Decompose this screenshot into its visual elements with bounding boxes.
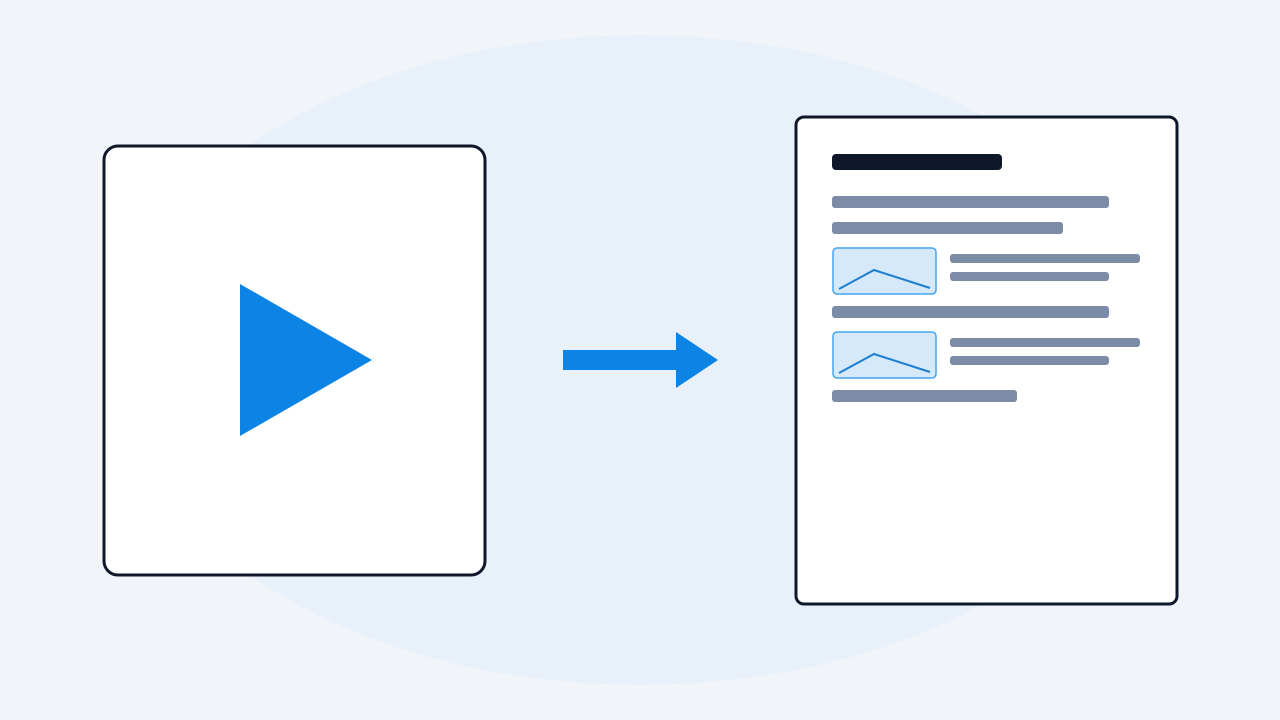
caption-line [950, 356, 1109, 365]
caption-line [950, 272, 1109, 281]
document-title-bar [832, 154, 1002, 170]
thumbnail-line [838, 268, 931, 290]
thumbnail-line [838, 352, 931, 374]
chart-thumbnail-icon [832, 247, 937, 295]
arrow-head [676, 332, 718, 388]
caption-line [950, 338, 1140, 347]
document-text-line [832, 222, 1063, 234]
caption-line [950, 254, 1140, 263]
video-card [102, 144, 487, 577]
arrow-right-icon [563, 332, 718, 388]
chart-thumbnail-icon [832, 331, 937, 379]
document-text-line [832, 196, 1109, 208]
thumbnail-frame [832, 247, 937, 295]
thumbnail-frame [832, 331, 937, 379]
document-text-line [832, 306, 1109, 318]
document-text-line [832, 390, 1017, 402]
arrow-shaft [563, 350, 681, 370]
play-icon [240, 284, 372, 436]
document-icon [794, 115, 1179, 606]
